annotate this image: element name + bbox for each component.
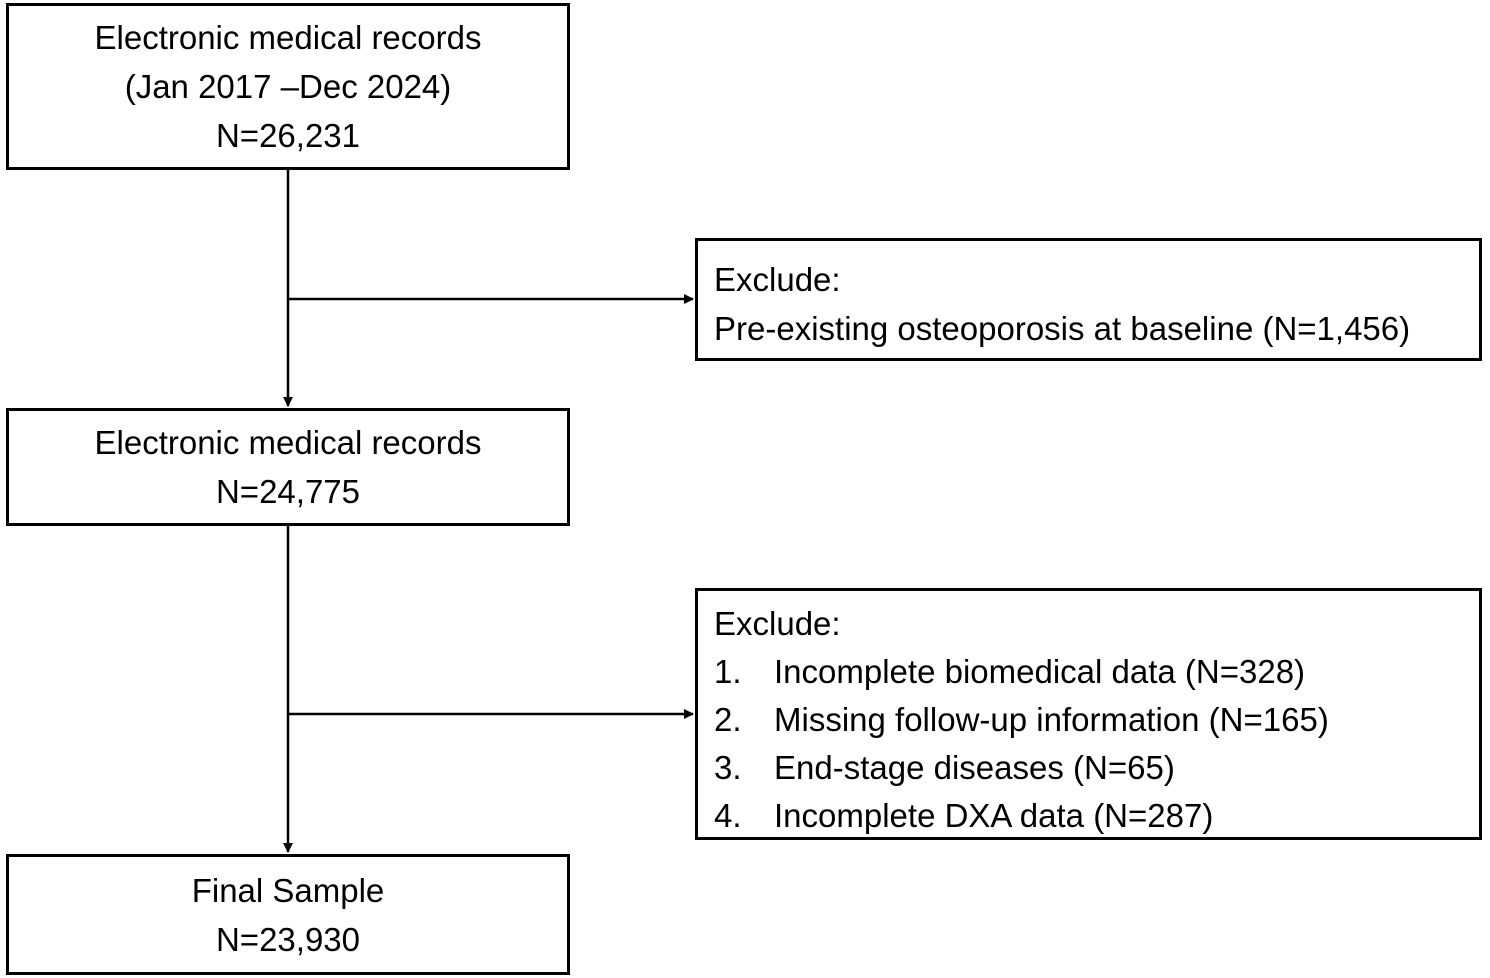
exclusion-2-item-number: 3.: [714, 749, 742, 786]
exclusion-2-item-text: Incomplete DXA data (N=287): [774, 797, 1214, 834]
exclusion-1-header: Exclude:: [714, 261, 841, 298]
after-exclusion-count: N=24,775: [215, 473, 361, 510]
final-sample-title: Final Sample: [191, 871, 385, 909]
exclusion-2-list-item: 2. Missing follow-up information (N=165): [714, 696, 1479, 744]
after-exclusion-title: Electronic medical records: [94, 424, 482, 461]
exclusion-2-header: Exclude:: [714, 605, 841, 642]
final-sample-box: Final Sample N=23,930: [6, 854, 570, 975]
exclusion-box-2: Exclude: 1. Incomplete biomedical data (…: [695, 588, 1482, 840]
initial-records-count: N=26,231: [215, 117, 361, 154]
after-exclusion-records-box: Electronic medical records N=24,775: [6, 408, 570, 526]
initial-records-box: Electronic medical records (Jan 2017 –De…: [6, 3, 570, 170]
exclusion-1-item: Pre-existing osteoporosis at baseline (N…: [714, 310, 1411, 347]
exclusion-2-item-number: 4.: [714, 797, 742, 834]
exclusion-2-item-text: Missing follow-up information (N=165): [774, 701, 1329, 738]
final-sample-count: N=23,930: [215, 920, 361, 958]
exclusion-2-item-text: Incomplete biomedical data (N=328): [774, 653, 1306, 690]
exclusion-2-item-text: End-stage diseases (N=65): [774, 749, 1175, 786]
exclusion-box-1: Exclude: Pre-existing osteoporosis at ba…: [695, 238, 1482, 361]
initial-records-title: Electronic medical records: [94, 19, 482, 56]
exclusion-2-item-number: 2.: [714, 701, 742, 738]
exclusion-2-list-item: 4. Incomplete DXA data (N=287): [714, 792, 1479, 840]
exclusion-2-item-number: 1.: [714, 653, 742, 690]
initial-records-date-range: (Jan 2017 –Dec 2024): [124, 68, 452, 105]
exclusion-2-list-item: 1. Incomplete biomedical data (N=328): [714, 648, 1479, 696]
exclusion-2-list-item: 3. End-stage diseases (N=65): [714, 744, 1479, 792]
